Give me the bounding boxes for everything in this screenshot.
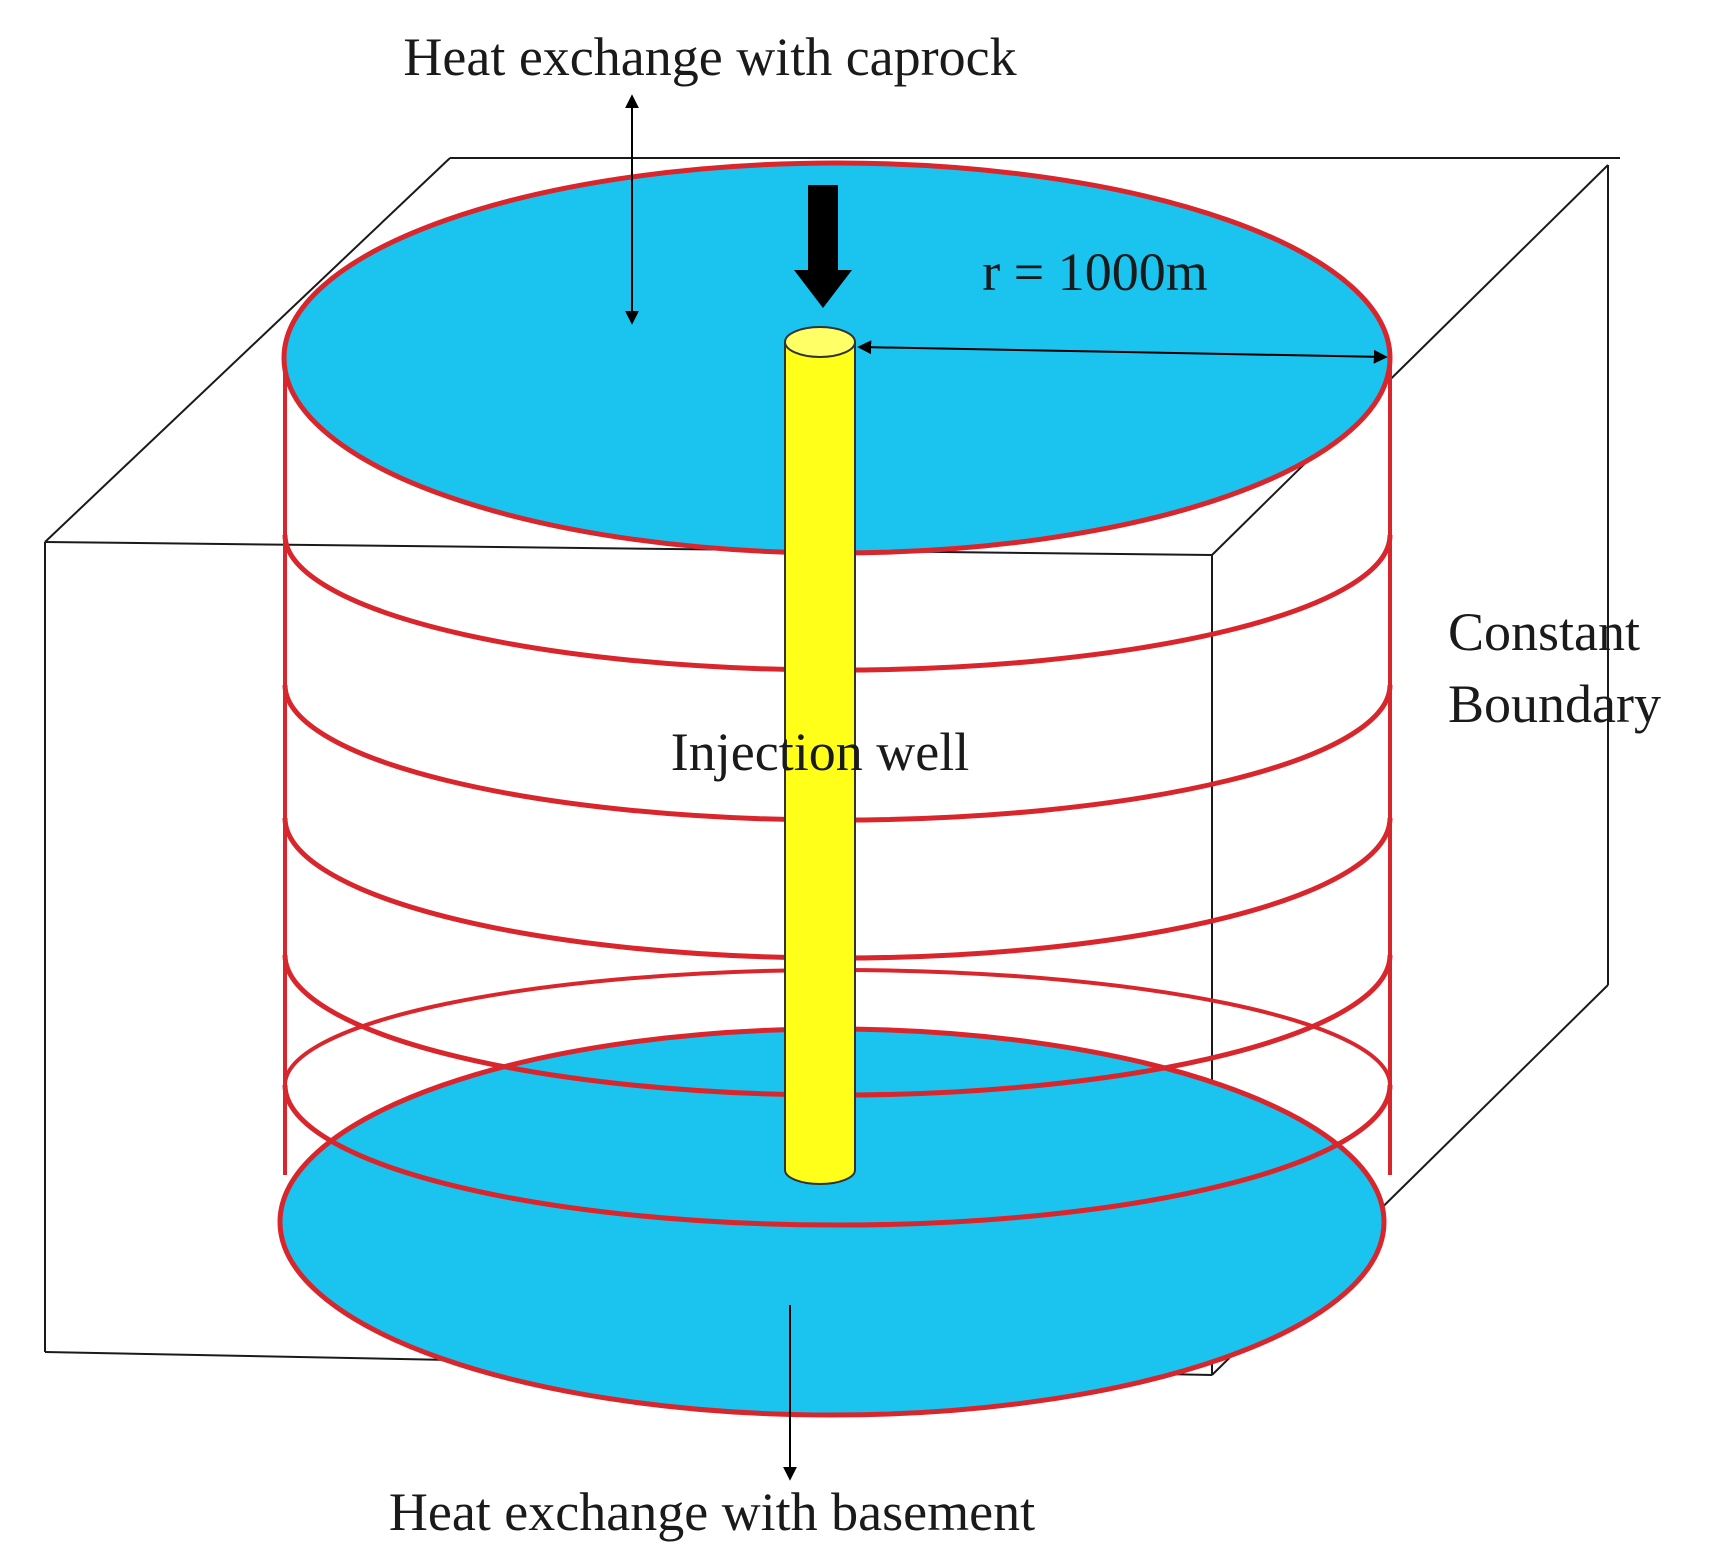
injection-well: [784, 326, 856, 1185]
box-front-top-edge: [44, 541, 1213, 556]
boundary-label-line2: Boundary: [1448, 674, 1661, 734]
double-headed-horizontal-arrow-icon: [857, 340, 1388, 364]
injection-well-label: Injection well: [671, 722, 969, 782]
thick-down-arrow-icon: [794, 185, 852, 308]
layer-ring-5: [282, 1084, 1393, 1228]
cylinder-walls: [283, 350, 1392, 1175]
well-body: [784, 341, 856, 1185]
radius-label: r = 1000m: [982, 242, 1207, 302]
basement-label: Heat exchange with basement: [389, 1482, 1035, 1542]
well-top-cap: [784, 326, 856, 358]
boundary-label-line1: Constant: [1448, 602, 1640, 662]
box-left-top-diagonal: [44, 157, 451, 543]
box-right-top-diagonal: [1211, 164, 1609, 556]
caprock-label: Heat exchange with caprock: [403, 27, 1016, 87]
